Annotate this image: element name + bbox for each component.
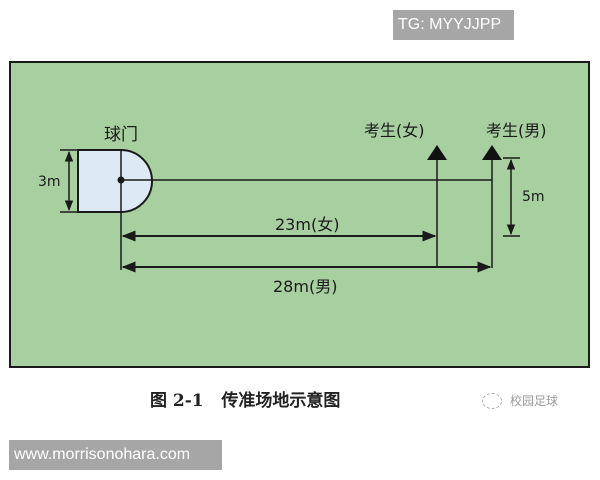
male-distance-label: 28m(男) [273,277,337,296]
lateral-offset-label: 5m [522,189,545,205]
wechat-icon [482,392,502,409]
female-player-marker [427,145,447,268]
goal-width-dimension [60,149,78,213]
goal [77,149,153,270]
female-distance-label: 23m(女) [275,215,339,234]
female-player-label: 考生(女) [364,121,425,140]
goal-width-label: 3m [38,174,61,190]
source-badge: 校园足球 [482,392,558,409]
lateral-offset-dimension [503,157,520,237]
watermark-top: TG: MYYJJPP [393,10,514,40]
goal-label: 球门 [104,125,138,145]
male-player-label: 考生(男) [486,121,547,140]
figure-caption: 图 2-1 传准场地示意图 [150,391,341,411]
watermark-bottom: www.morrisonohara.com [9,440,222,470]
source-badge-label: 校园足球 [510,394,559,408]
male-player-marker [482,145,502,268]
